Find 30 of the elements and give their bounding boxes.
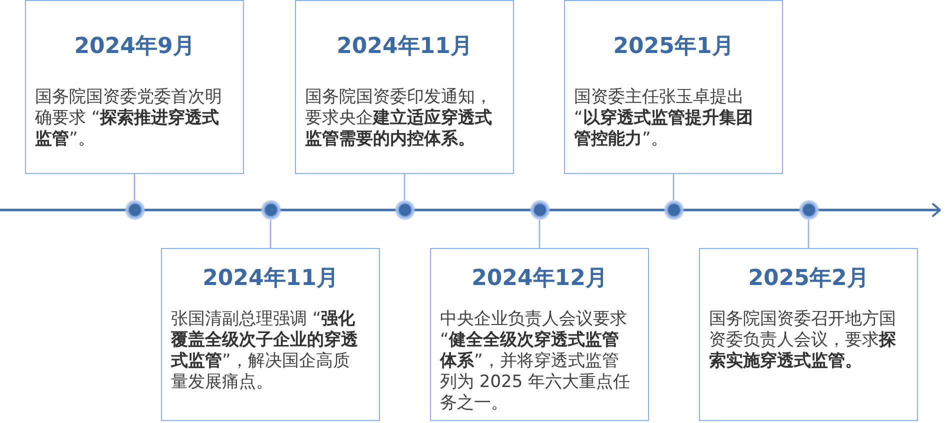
connector-line [808, 220, 810, 248]
event-date: 2025年1月 [612, 33, 735, 61]
event-date: 2024年11月 [202, 265, 340, 293]
event-date: 2024年9月 [73, 33, 196, 61]
event-description: 中央企业负责人会议要求 “健全全级次穿透式监管体系”，并将穿透式监管列为 2025 年六大重点任务之一。 [440, 309, 632, 414]
connector-line [270, 220, 272, 248]
event-description: 国务院国资委党委首次明确要求 “探索推进穿透式监管”。 [35, 87, 223, 150]
connector-line [134, 174, 136, 200]
event-card [295, 0, 514, 174]
event-card [564, 0, 783, 174]
event-date: 2024年11月 [336, 33, 474, 61]
timeline-dot [664, 200, 684, 220]
timeline-dot [530, 200, 550, 220]
event-card [430, 248, 649, 421]
timeline-dot [798, 200, 818, 220]
event-card [161, 248, 380, 421]
timeline-dot [394, 200, 414, 220]
event-date: 2025年2月 [747, 265, 870, 293]
event-description: 国资委主任张玉卓提出 “以穿透式监管提升集团管控能力”。 [574, 87, 754, 150]
connector-line [672, 174, 674, 200]
event-description: 国务院国资委印发通知，要求央企建立适应穿透式监管需要的内控体系。 [305, 87, 493, 150]
connector-line [404, 174, 406, 200]
timeline-dot [124, 200, 144, 220]
event-description: 国务院国资委召开地方国资委负责人会议，要求探索实施穿透式监管。 [709, 309, 897, 372]
event-description: 张国清副总理强调 “强化覆盖全级次子企业的穿透式监管”，解决国企高质量发展痛点。 [171, 309, 359, 393]
event-card [25, 0, 244, 174]
connector-line [538, 220, 540, 248]
event-card [699, 248, 918, 421]
event-date: 2024年12月 [470, 265, 608, 293]
timeline-dot [260, 200, 280, 220]
